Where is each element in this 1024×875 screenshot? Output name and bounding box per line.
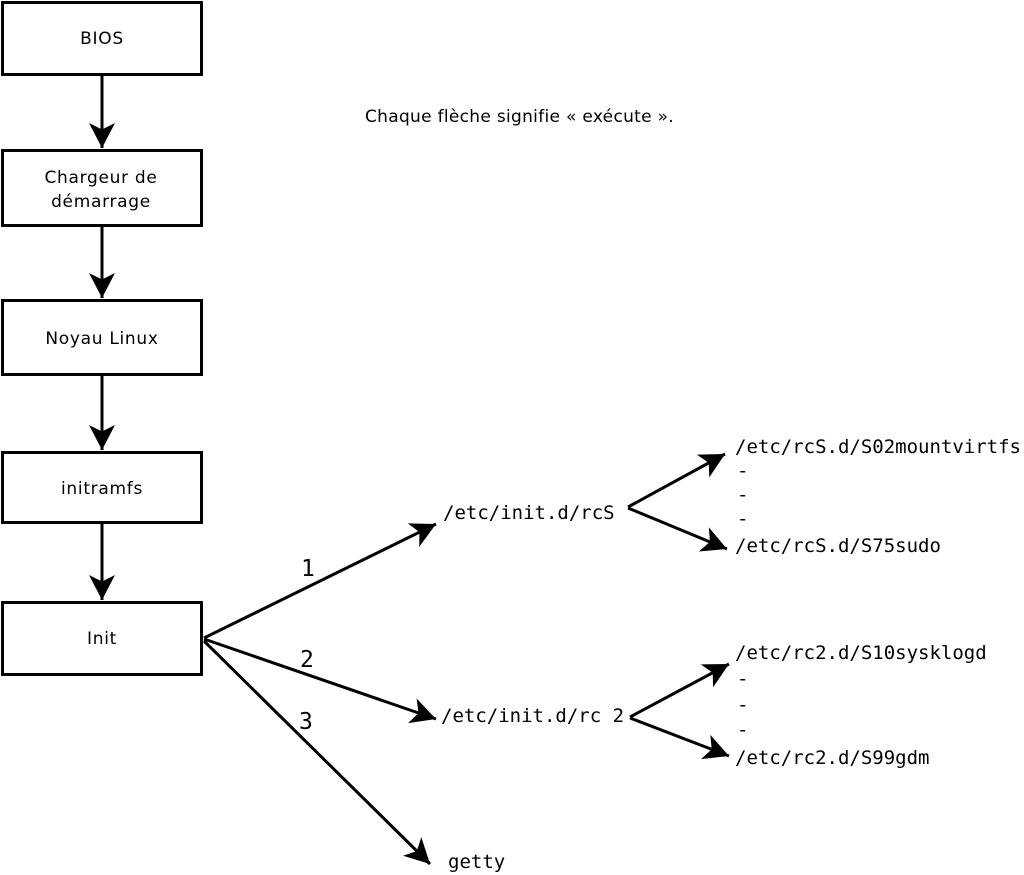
process-getty: getty (448, 851, 505, 873)
script-s10sysklogd: /etc/rc2.d/S10sysklogd (735, 642, 987, 664)
arrow-rcs-to-s02 (627, 452, 726, 509)
diagram-caption: Chaque flèche signifie « exécute ». (365, 107, 674, 127)
arrow-rc2-to-s99 (629, 716, 730, 760)
box-bios-rect (1, 1, 203, 76)
box-bios-label: BIOS (80, 29, 124, 49)
script-ellipsis-dash: - (737, 460, 748, 482)
script-ellipsis-dash: - (737, 719, 748, 741)
box-bios: BIOS (1, 1, 203, 76)
box-bootloader-rect (1, 149, 203, 227)
box-kernel-rect (1, 299, 203, 376)
box-bootloader: Chargeur de démarrage (1, 149, 203, 227)
edge-label-1: 1 (301, 556, 315, 582)
script-s99gdm: /etc/rc2.d/S99gdm (735, 747, 929, 769)
box-init-rect (1, 601, 203, 676)
script-ellipsis-dash: - (737, 484, 748, 506)
script-ellipsis-dash: - (737, 694, 748, 716)
edge-label-3: 3 (299, 709, 313, 735)
arrow-init-to-getty (202, 639, 432, 866)
box-initramfs: initramfs (1, 451, 203, 524)
box-kernel: Noyau Linux (1, 299, 203, 376)
process-rcs: /etc/init.d/rcS (443, 502, 615, 524)
script-ellipsis-dash: - (737, 508, 748, 530)
arrow-rcs-to-s75 (627, 506, 728, 552)
script-ellipsis-dash: - (737, 668, 748, 690)
script-s75sudo: /etc/rcS.d/S75sudo (735, 535, 941, 557)
box-initramfs-label: initramfs (61, 479, 143, 499)
box-init-label: Init (87, 629, 117, 649)
process-rc2: /etc/init.d/rc 2 (441, 705, 624, 727)
box-kernel-label: Noyau Linux (45, 329, 158, 349)
edge-label-2: 2 (300, 647, 314, 673)
box-bootloader-label-line1: Chargeur de (44, 168, 157, 188)
box-init: Init (1, 601, 203, 676)
box-bootloader-label-line2: démarrage (51, 192, 151, 212)
box-initramfs-rect (1, 451, 203, 524)
arrow-init-to-rcs (203, 522, 437, 640)
script-s02mountvirtfs: /etc/rcS.d/S02mountvirtfs (735, 436, 1021, 458)
arrow-init-to-rc2 (203, 637, 437, 724)
arrow-rc2-to-s10 (629, 662, 730, 719)
